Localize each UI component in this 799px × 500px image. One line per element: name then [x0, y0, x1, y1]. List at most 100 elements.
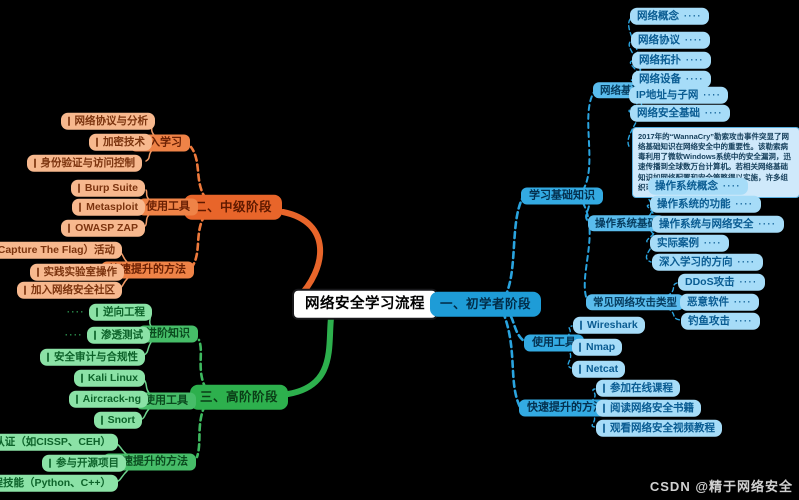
connector	[190, 213, 207, 269]
stage-intermediate[interactable]: 二、中级阶段	[183, 194, 282, 220]
expand-dots-icon[interactable]: ····	[65, 330, 83, 340]
stage-advanced[interactable]: 三、高阶阶段	[189, 384, 288, 410]
leaf-label: 参加在线课程	[610, 381, 673, 394]
leaf-node[interactable]: 渗透测试	[87, 326, 150, 344]
leaf-node[interactable]: 网络安全基础 ····	[630, 104, 730, 122]
leaf-node[interactable]: 参与开源项目	[42, 454, 126, 472]
leaf-node[interactable]: DDoS攻击 ····	[678, 273, 765, 291]
leaf-label: 获得专业认证（如CISSP、CEH）	[0, 435, 111, 448]
attachment-bar-icon	[96, 137, 98, 147]
topic-learn-basics[interactable]: 学习基础知识	[521, 187, 603, 205]
leaf-node[interactable]: Kali Linux	[73, 369, 145, 387]
leaf-label: Netcat	[586, 362, 619, 375]
leaf-node[interactable]: 加入网络安全社区	[17, 281, 122, 299]
expand-dots-icon[interactable]: ····	[735, 315, 753, 326]
leaf-node[interactable]: 钓鱼攻击 ····	[681, 312, 760, 330]
subtopic-common-attacks[interactable]: 常见网络攻击类型	[586, 294, 684, 310]
leaf-node[interactable]: Snort	[93, 411, 142, 429]
leaf-node[interactable]: 操作系统概念 ····	[648, 177, 748, 195]
leaf-node[interactable]: Metasploit	[72, 198, 145, 216]
expand-dots-icon[interactable]: ····	[735, 198, 754, 209]
topic-beginner-improve[interactable]: 快速提升的方法	[519, 399, 612, 417]
topic-advanced-knowledge[interactable]: 进阶知识	[138, 325, 198, 343]
connector	[197, 338, 208, 391]
stage-label: 二、中级阶段	[193, 199, 272, 214]
expand-dots-icon[interactable]: ····	[723, 180, 741, 191]
leaf-node[interactable]: Burp Suite	[70, 179, 145, 197]
center-topic[interactable]: 网络安全学习流程	[292, 288, 438, 320]
connector	[195, 403, 207, 459]
connector	[503, 197, 524, 299]
topic-intermediate-tools[interactable]: 使用工具	[138, 198, 198, 216]
leaf-node[interactable]: 操作系统与网络安全 ····	[652, 215, 784, 233]
leaf-node[interactable]: 网络拓扑 ····	[632, 51, 711, 69]
expand-dots-icon[interactable]: ····	[686, 54, 704, 65]
leaf-node[interactable]: 安全审计与合规性	[40, 348, 145, 366]
expand-dots-icon[interactable]: ····	[739, 276, 758, 287]
leaf-label: Nmap	[586, 340, 616, 353]
attachment-bar-icon	[579, 364, 581, 374]
leaf-node[interactable]: 逆向工程	[89, 303, 152, 321]
leaf-node[interactable]: Nmap	[572, 338, 623, 356]
expand-dots-icon[interactable]: ····	[684, 10, 702, 21]
subtopic-label: 操作系统基础	[595, 216, 658, 229]
attachment-bar-icon	[79, 202, 82, 212]
connector	[666, 307, 681, 321]
leaf-node[interactable]: 强化编程技能（Python、C++）	[0, 474, 118, 492]
leaf-node[interactable]: 操作系统的功能 ····	[650, 195, 761, 213]
leaf-node[interactable]: Netcat	[572, 360, 626, 378]
leaf-node[interactable]: 参与CTF（Capture The Flag）活动	[0, 241, 122, 259]
leaf-node[interactable]: 网络设备 ····	[632, 70, 711, 88]
expand-dots-icon[interactable]: ····	[758, 218, 777, 229]
leaf-node[interactable]: 观看网络安全视频教程	[596, 419, 722, 437]
attachment-bar-icon	[75, 394, 78, 404]
leaf-node[interactable]: Wireshark	[573, 316, 645, 334]
stage-label: 一、初学者阶段	[440, 296, 532, 311]
leaf-label: DDoS攻击	[685, 275, 735, 288]
topic-label: 学习基础知识	[529, 189, 595, 202]
leaf-label: 操作系统概念	[655, 179, 718, 192]
leaf-label: 网络概念	[637, 9, 679, 22]
attachment-bar-icon	[77, 183, 80, 193]
stage-beginner[interactable]: 一、初学者阶段	[430, 291, 542, 317]
topic-beginner-tools[interactable]: 使用工具	[524, 334, 584, 352]
expand-dots-icon[interactable]: ····	[734, 296, 752, 307]
leaf-label: Wireshark	[587, 318, 638, 331]
expand-dots-icon[interactable]: ····	[703, 89, 722, 100]
leaf-label: 网络设备	[639, 72, 681, 85]
leaf-node[interactable]: 网络概念 ····	[630, 7, 709, 25]
leaf-node[interactable]: 阅读网络安全书籍	[596, 399, 701, 417]
topic-label: 快速提升的方法	[109, 263, 186, 276]
expand-dots-icon[interactable]: ····	[67, 307, 85, 317]
leaf-node[interactable]: 获得专业认证（如CISSP、CEH）	[0, 433, 118, 451]
leaf-node[interactable]: 参加在线课程	[596, 379, 680, 397]
subtopic-os-basics[interactable]: 操作系统基础	[588, 215, 665, 231]
leaf-node[interactable]: 网络协议与分析	[60, 112, 155, 130]
leaf-label: Metasploit	[86, 200, 138, 213]
expand-dots-icon[interactable]: ····	[737, 256, 756, 267]
expand-dots-icon[interactable]: ····	[686, 73, 704, 84]
attachment-bar-icon	[47, 352, 49, 362]
leaf-node[interactable]: 实践实验室操作	[29, 263, 124, 281]
leaf-node[interactable]: IP地址与子网 ····	[629, 86, 729, 104]
topic-advanced-tools[interactable]: 使用工具	[136, 392, 196, 410]
leaf-node[interactable]: 恶意软件 ····	[680, 293, 759, 311]
attachment-bar-icon	[24, 285, 26, 295]
attachment-bar-icon	[94, 330, 96, 340]
leaf-node[interactable]: 身份验证与访问控制	[26, 154, 142, 172]
leaf-node[interactable]: OWASP ZAP	[61, 219, 145, 237]
expand-dots-icon[interactable]: ····	[705, 107, 723, 118]
leaf-label: 渗透测试	[101, 328, 143, 341]
topic-intermediate-improve[interactable]: 快速提升的方法	[101, 261, 194, 279]
leaf-node[interactable]: 加密技术	[89, 133, 152, 151]
leaf-node[interactable]: 实际案例 ····	[650, 234, 729, 252]
expand-dots-icon[interactable]: ····	[704, 237, 722, 248]
topic-advanced-improve[interactable]: 快速提升的方法	[103, 453, 196, 471]
leaf-node[interactable]: 网络协议 ····	[631, 31, 710, 49]
attachment-bar-icon	[80, 373, 83, 383]
leaf-label: Burp Suite	[84, 181, 138, 194]
expand-dots-icon[interactable]: ····	[685, 34, 703, 45]
attachment-bar-icon	[67, 116, 70, 126]
leaf-node[interactable]: 深入学习的方向 ····	[652, 253, 763, 271]
leaf-node[interactable]: Aircrack-ng	[68, 390, 148, 408]
